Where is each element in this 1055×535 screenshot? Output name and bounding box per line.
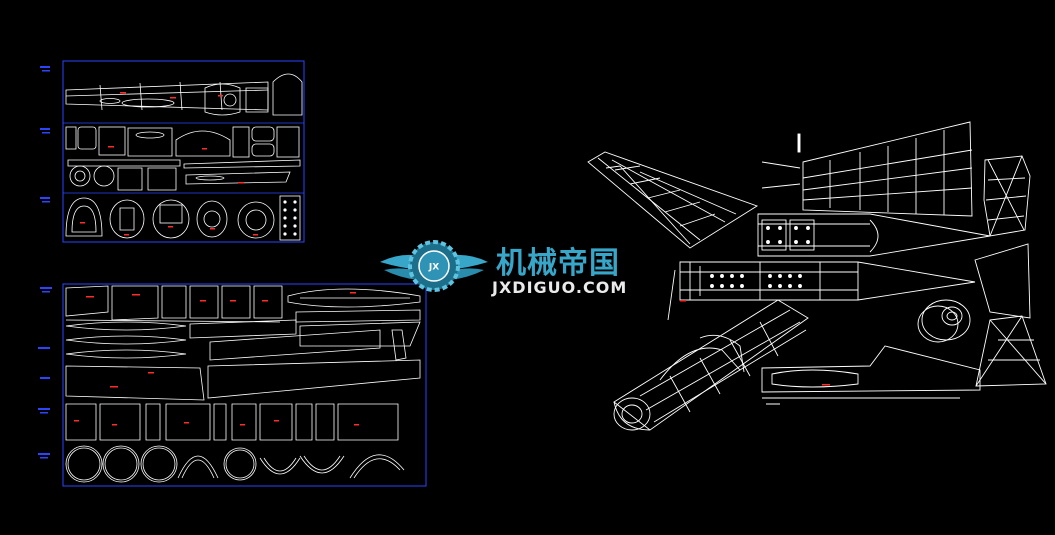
winged-gear-icon: JX <box>380 240 488 292</box>
fuselage-isometric-frame <box>613 299 809 431</box>
part-label-marks-row1 <box>120 92 223 99</box>
fuselage-former-parts <box>65 126 301 191</box>
fuselage-side-holes <box>710 274 802 288</box>
stabilizer-plan-view <box>761 121 973 217</box>
assembly-red-marks <box>680 300 830 386</box>
assembly-drawings <box>587 121 1047 431</box>
watermark-title-en: JXDIGUO.COM <box>491 278 627 297</box>
watermark-logo: JX 机械帝国 JXDIGUO.COM <box>380 240 627 297</box>
parts-sheet-bottom <box>38 283 427 487</box>
wing-rib-parts <box>65 73 303 116</box>
hole-pattern <box>283 200 297 236</box>
parts-sheet-top <box>40 60 305 243</box>
sheet-bottom-side-labels <box>38 287 52 459</box>
fuselage-top-holes <box>766 226 810 244</box>
skin-panel-parts <box>65 285 421 441</box>
vertical-fin-truss <box>974 155 1047 387</box>
fuselage-side-view <box>667 261 976 321</box>
watermark-title-cn: 机械帝国 <box>496 246 620 281</box>
fuselage-lower-profile <box>761 345 981 405</box>
part-label-marks-row2 <box>108 146 244 184</box>
sheet-top-side-labels <box>40 66 50 203</box>
wheel-isometric <box>917 299 971 343</box>
watermark-badge-text: JX <box>428 263 439 273</box>
bulkhead-parts <box>65 195 301 241</box>
ring-former-parts <box>65 445 405 483</box>
wing-panel-isometric <box>587 151 759 249</box>
fuselage-top-view <box>757 213 991 257</box>
part-label-marks-bottom <box>74 292 359 426</box>
